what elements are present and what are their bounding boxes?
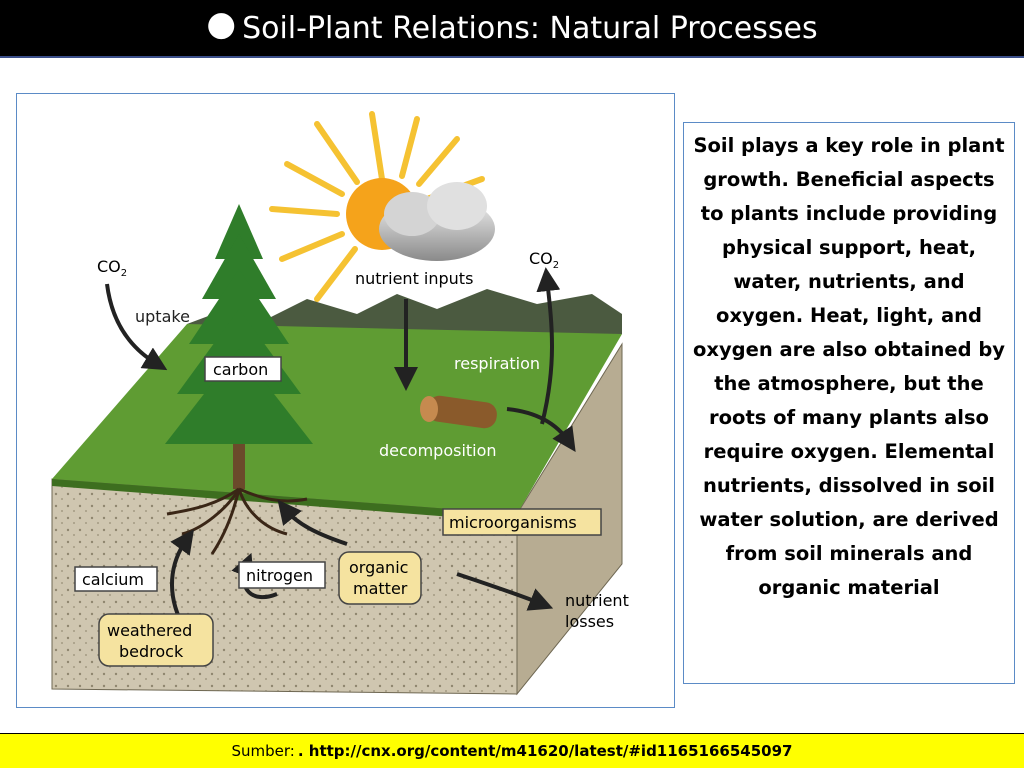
- slide-title-bar: ● Soil-Plant Relations: Natural Processe…: [0, 0, 1024, 58]
- decomposition-arrow: [506, 407, 576, 452]
- microorganisms-label: microorganisms: [449, 513, 577, 532]
- respiration-label: respiration: [454, 354, 540, 373]
- calcium-label: calcium: [82, 570, 144, 589]
- nutrient-inputs-label: nutrient inputs: [355, 269, 473, 288]
- soil-plant-diagram: CO2 uptake nutrient inputs CO2 respirati…: [51, 111, 629, 696]
- uptake-label: uptake: [135, 307, 190, 326]
- weathered-bedrock-label-line1: weathered: [107, 621, 192, 640]
- nutrient-losses-arrow: [456, 572, 554, 611]
- slide-title: Soil-Plant Relations: Natural Processes: [242, 10, 818, 46]
- organic-matter-arrow: [277, 499, 348, 546]
- co2-right-label: CO2: [529, 249, 559, 271]
- respiration-arrow: [536, 267, 561, 425]
- nutrient-losses-label-line1: nutrient: [565, 591, 629, 610]
- cloud-icon: [379, 182, 495, 261]
- weathered-bedrock-label-line2: bedrock: [119, 642, 184, 661]
- source-link[interactable]: . http://cnx.org/content/m41620/latest/#…: [297, 742, 793, 760]
- decomposition-label: decomposition: [379, 441, 497, 460]
- log-icon: [420, 395, 497, 429]
- organic-matter-label-line1: organic: [349, 558, 408, 577]
- soil-diagram-frame: CO2 uptake nutrient inputs CO2 respirati…: [16, 93, 675, 708]
- title-bullet: ●: [206, 4, 237, 44]
- source-bar: Sumber: . http://cnx.org/content/m41620/…: [0, 733, 1024, 768]
- carbon-label: carbon: [213, 360, 268, 379]
- nutrient-losses-label-line2: losses: [565, 612, 614, 631]
- organic-matter-label-line2: matter: [353, 579, 408, 598]
- description-text: Soil plays a key role in plant growth. B…: [692, 134, 1005, 599]
- nitrogen-label: nitrogen: [246, 566, 313, 585]
- source-prefix: Sumber:: [231, 742, 295, 760]
- uptake-arrow: [105, 283, 168, 371]
- description-text-box: Soil plays a key role in plant growth. B…: [683, 122, 1015, 684]
- co2-left-label: CO2: [97, 257, 127, 279]
